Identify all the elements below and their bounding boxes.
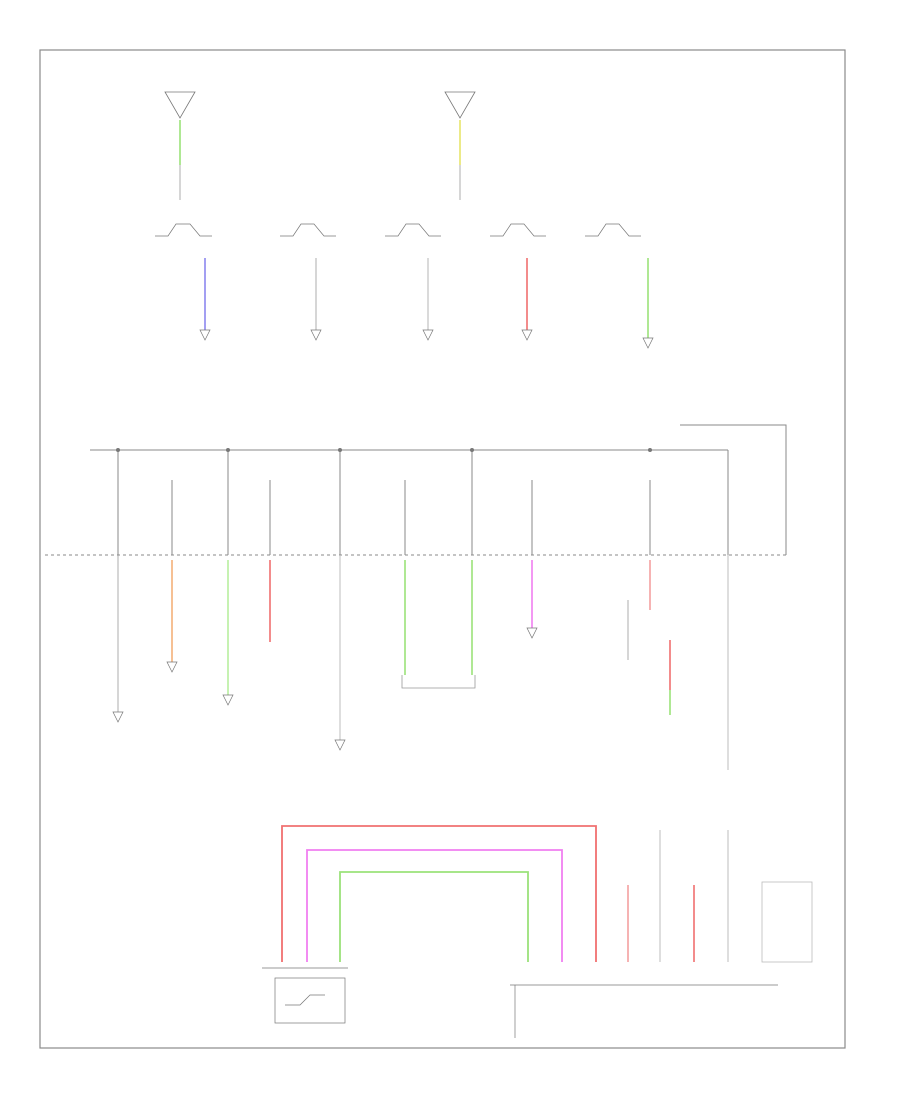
- ignition-switch-5: [585, 223, 641, 237]
- loop-red: [281, 825, 597, 962]
- diagram-frame: [39, 49, 846, 1049]
- fuse-block: [45, 424, 787, 556]
- ignition-switch-2: [280, 223, 336, 237]
- top-source-right: [444, 91, 476, 200]
- ignition-switch-1: [155, 223, 212, 237]
- ignition-switch-row: [155, 223, 641, 237]
- loop-green: [339, 871, 529, 962]
- bottom-connector: [510, 984, 778, 1038]
- top-source-left: [164, 91, 196, 200]
- ignition-switch-3: [385, 223, 441, 237]
- ignition-switch-bottom: [262, 967, 348, 1024]
- ignition-switch-4: [490, 223, 546, 237]
- loop-pink: [306, 849, 563, 962]
